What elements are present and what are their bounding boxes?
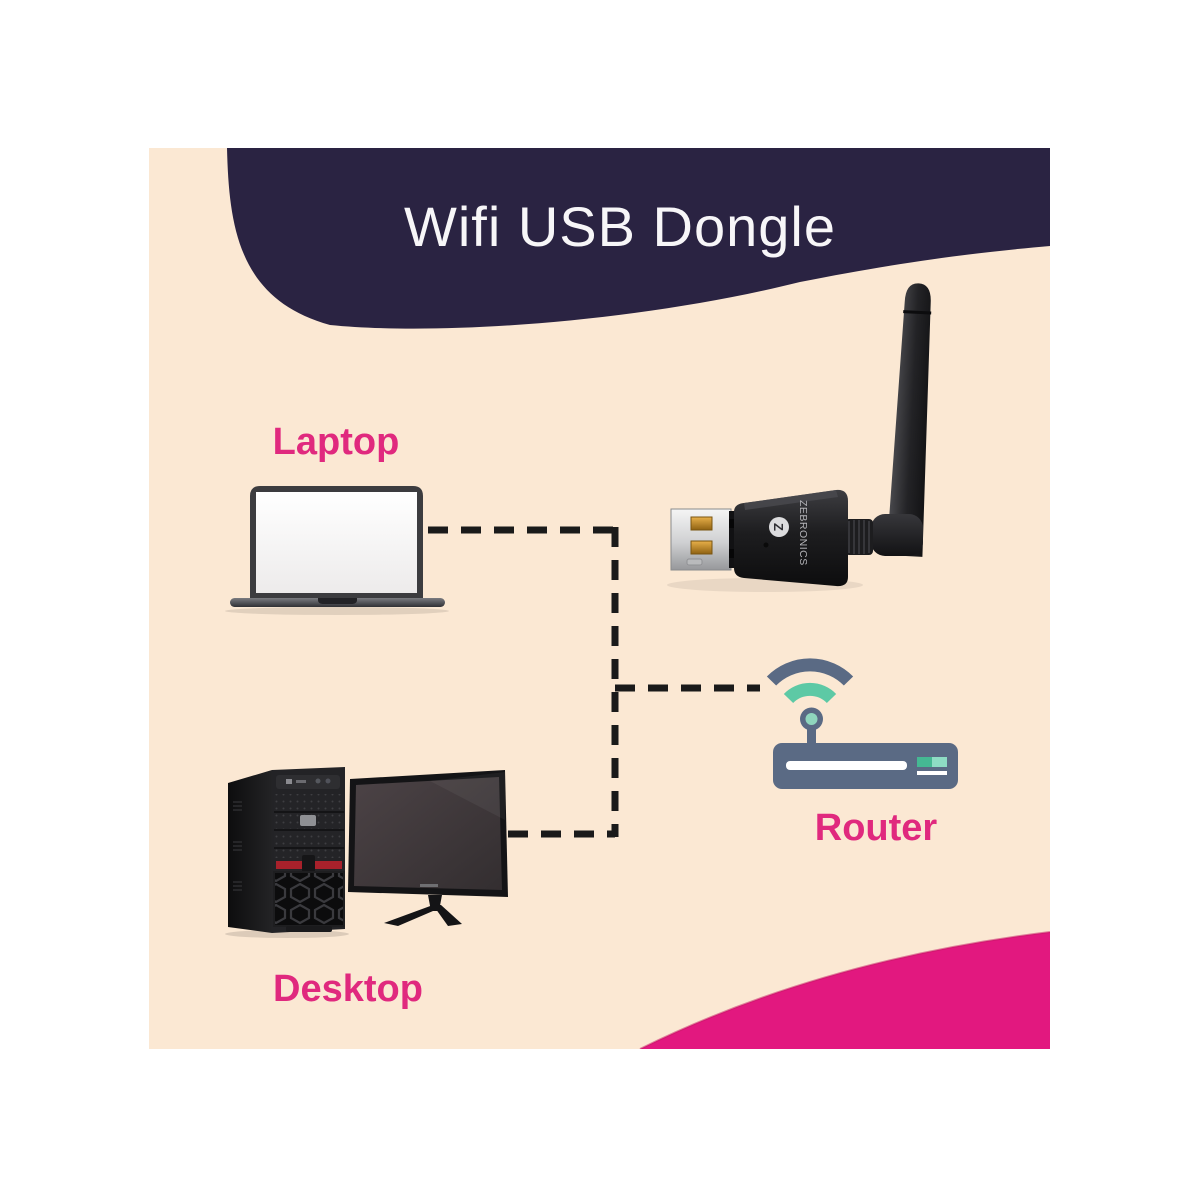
wifi-arc-inner	[783, 683, 837, 704]
desktop-illustration	[225, 767, 508, 938]
laptop-screen	[256, 492, 417, 593]
monitor-leg-right	[433, 905, 462, 926]
usb-contact-top	[690, 516, 713, 531]
usb-dongle: Z ZEBRONICS	[667, 283, 932, 592]
pink-corner-shape	[640, 932, 1050, 1049]
antenna	[886, 283, 932, 557]
laptop-base-notch	[318, 598, 357, 604]
dongle-body: Z ZEBRONICS	[734, 489, 848, 587]
tower-bay-lines	[274, 811, 344, 849]
dongle-led	[763, 542, 769, 548]
router-slot	[786, 761, 907, 770]
router-bar	[917, 771, 947, 775]
antenna-barrel	[871, 514, 923, 556]
router-antenna-ball-center	[805, 713, 818, 725]
wifi-arc-outer	[766, 658, 854, 686]
neck-tooth-top	[729, 519, 737, 528]
router-label: Router	[814, 807, 938, 849]
monitor-screen	[354, 777, 502, 890]
laptop-shadow	[225, 607, 449, 615]
wifi-icon	[766, 658, 854, 704]
dongle-brand-text: ZEBRONICS	[797, 500, 809, 566]
tower-foot	[286, 926, 332, 932]
router-button-right	[932, 757, 947, 767]
tower-mesh-grille	[273, 871, 345, 927]
desktop-label: Desktop	[273, 968, 423, 1010]
tower-ports	[286, 778, 331, 784]
tower-red-accent-left	[276, 861, 305, 869]
laptop-illustration	[225, 486, 449, 615]
pink-corner-edge	[639, 931, 1050, 1049]
desktop-tower	[228, 767, 345, 933]
dongle-body-highlight	[744, 490, 838, 510]
monitor-leg-left	[384, 905, 440, 926]
tower-side-vents	[233, 801, 242, 891]
tower-top-panel	[276, 775, 340, 789]
tower-side-panel	[228, 770, 272, 933]
antenna-nut	[845, 519, 873, 555]
zebronics-logo	[769, 517, 789, 537]
monitor-brand-mark	[420, 884, 438, 887]
header-blob	[227, 148, 1050, 329]
router-antenna-stem	[807, 726, 816, 750]
antenna-ring	[903, 310, 932, 315]
neck-tooth-bottom	[729, 549, 737, 558]
tower-badge	[300, 815, 316, 826]
usb-contact-bottom	[690, 540, 713, 555]
monitor	[348, 770, 508, 926]
usb-connector	[670, 508, 732, 571]
tower-latch	[302, 855, 315, 876]
page-title: Wifi USB Dongle	[403, 195, 837, 258]
monitor-gloss	[430, 772, 505, 820]
zebronics-logo-letter: Z	[771, 523, 786, 531]
laptop-label: Laptop	[272, 421, 400, 463]
tower-red-accent-right	[313, 861, 342, 869]
dashed-connectors	[428, 526, 760, 838]
router-icon	[766, 658, 958, 789]
usb-slot	[686, 558, 703, 566]
router-button-left	[917, 757, 932, 767]
